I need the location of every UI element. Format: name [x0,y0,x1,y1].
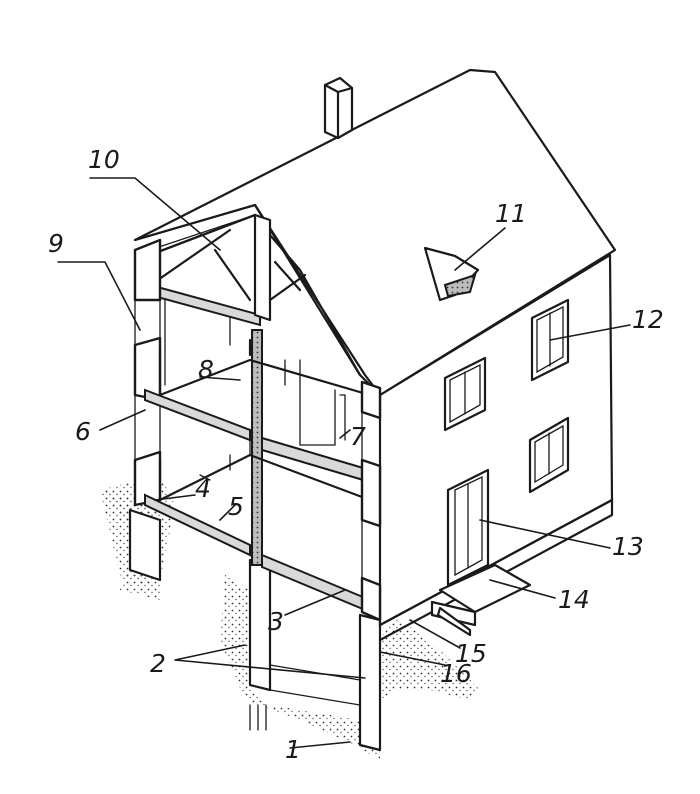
attic-gable [148,213,362,377]
entrance-door [446,468,490,587]
label-9: 9 [48,229,64,258]
chimney [323,76,354,140]
label-6: 6 [75,417,91,446]
label-7: 7 [350,422,366,451]
foundation-arrows [249,704,267,731]
label-3: 3 [268,607,284,636]
label-12: 12 [632,305,664,334]
partition-wall [251,329,263,566]
label-1: 1 [285,735,301,764]
label-5: 5 [228,492,244,521]
section-right-wall [360,380,382,622]
windows [443,298,570,494]
entrance-steps [430,563,532,637]
roof [133,68,617,397]
label-14: 14 [558,585,590,614]
label-15: 15 [455,639,487,668]
label-16: 16 [440,659,472,688]
leader-lines [57,177,631,749]
label-11: 11 [495,199,527,228]
label-8: 8 [198,355,214,384]
label-2: 2 [150,649,166,678]
interior-rooms [164,299,346,481]
label-10: 10 [88,145,120,174]
roof-vent [423,246,480,302]
section-left-wall [133,238,162,507]
label-13: 13 [612,532,644,561]
label-4: 4 [195,474,211,503]
